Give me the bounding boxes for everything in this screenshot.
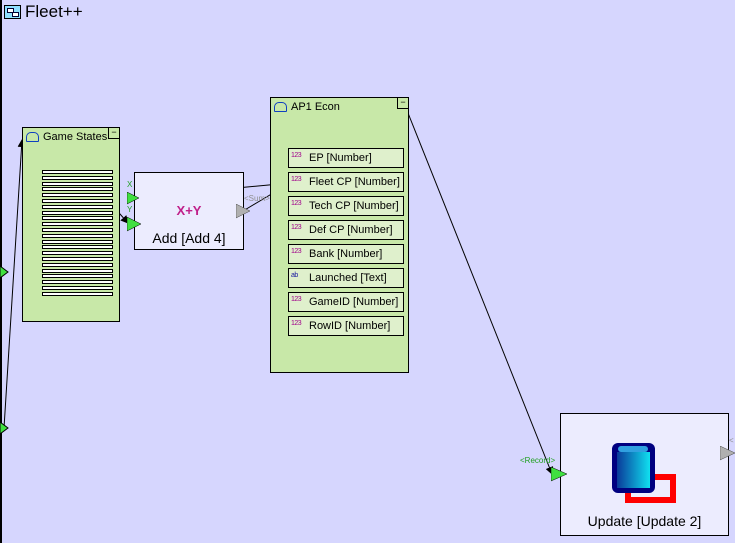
port-x[interactable] <box>127 192 140 205</box>
record-row <box>42 291 113 296</box>
database-icon <box>274 102 287 112</box>
number-type-icon: 123 <box>291 296 302 303</box>
field-name: EP [Number] <box>309 152 372 164</box>
left-port-2 <box>0 421 9 435</box>
database-update-icon <box>612 443 676 503</box>
record-row <box>42 233 113 238</box>
field-name: Fleet CP [Number] <box>309 176 400 188</box>
table-title: Game States <box>43 131 108 143</box>
record-row <box>42 204 113 209</box>
field-name: RowID [Number] <box>309 320 391 332</box>
field-item[interactable]: 123 EP [Number] <box>288 148 404 168</box>
record-row <box>42 175 113 180</box>
left-port-1 <box>0 265 9 279</box>
record-row <box>42 199 113 203</box>
number-type-icon: 123 <box>291 248 302 255</box>
field-name: Tech CP [Number] <box>309 200 399 212</box>
text-type-icon: ab <box>291 272 298 279</box>
field-item[interactable]: 123 RowID [Number] <box>288 316 404 336</box>
number-type-icon: 123 <box>291 320 302 327</box>
database-icon <box>26 132 39 142</box>
field-name: Bank [Number] <box>309 248 383 260</box>
field-item[interactable]: 123 GameID [Number] <box>288 292 404 312</box>
port-label-x: X <box>127 180 133 189</box>
number-type-icon: 123 <box>291 176 302 183</box>
number-type-icon: 123 <box>291 200 302 207</box>
canvas-title: Fleet++ <box>4 2 83 22</box>
port-label-record: <Record> <box>520 456 556 465</box>
add-node[interactable]: X+Y Add [Add 4] <box>134 172 244 250</box>
wire-ap1-to-update <box>407 112 554 475</box>
port-sum[interactable] <box>236 204 251 219</box>
record-row <box>42 216 113 221</box>
node-label: Update [Update 2] <box>587 513 702 529</box>
field-item[interactable]: 123 Tech CP [Number] <box>288 196 404 216</box>
table-title: AP1 Econ <box>291 101 340 113</box>
record-row <box>42 286 113 290</box>
record-row <box>42 181 113 186</box>
collapse-button[interactable]: − <box>108 128 119 139</box>
record-row <box>42 222 113 227</box>
record-row <box>42 251 113 256</box>
formula: X+Y <box>176 203 202 218</box>
port-y[interactable] <box>127 217 142 232</box>
port-record[interactable] <box>551 467 568 482</box>
node-label: Add [Add 4] <box>152 230 226 246</box>
wire-left-to-game-states <box>3 139 26 429</box>
record-row <box>42 280 113 285</box>
record-row <box>42 170 113 174</box>
field-item[interactable]: 123 Fleet CP [Number] <box>288 172 404 192</box>
game-states-table[interactable]: Game States − <box>22 127 120 322</box>
record-row <box>42 228 113 232</box>
number-type-icon: 123 <box>291 224 302 231</box>
field-name: Launched [Text] <box>309 272 387 284</box>
record-row <box>42 193 113 198</box>
window-icon <box>4 5 21 19</box>
field-name: GameID [Number] <box>309 296 399 308</box>
record-row <box>42 210 113 215</box>
record-row <box>42 245 113 250</box>
field-item[interactable]: 123 Def CP [Number] <box>288 220 404 240</box>
update-node[interactable]: Update [Update 2] <box>560 413 729 536</box>
record-row <box>42 268 113 273</box>
field-name: Def CP [Number] <box>309 224 393 236</box>
record-row <box>42 187 113 192</box>
record-row <box>42 262 113 267</box>
collapse-button[interactable]: − <box>397 98 408 109</box>
port-label-sum: <Sum> <box>244 194 270 203</box>
port-label-out: < <box>729 436 734 445</box>
record-row <box>42 239 113 244</box>
field-item[interactable]: ab Launched [Text] <box>288 268 404 288</box>
port-label-y: Y <box>127 205 133 214</box>
record-row <box>42 257 113 261</box>
record-row <box>42 274 113 279</box>
field-item[interactable]: 123 Bank [Number] <box>288 244 404 264</box>
number-type-icon: 123 <box>291 152 302 159</box>
port-update-out[interactable] <box>720 446 735 461</box>
